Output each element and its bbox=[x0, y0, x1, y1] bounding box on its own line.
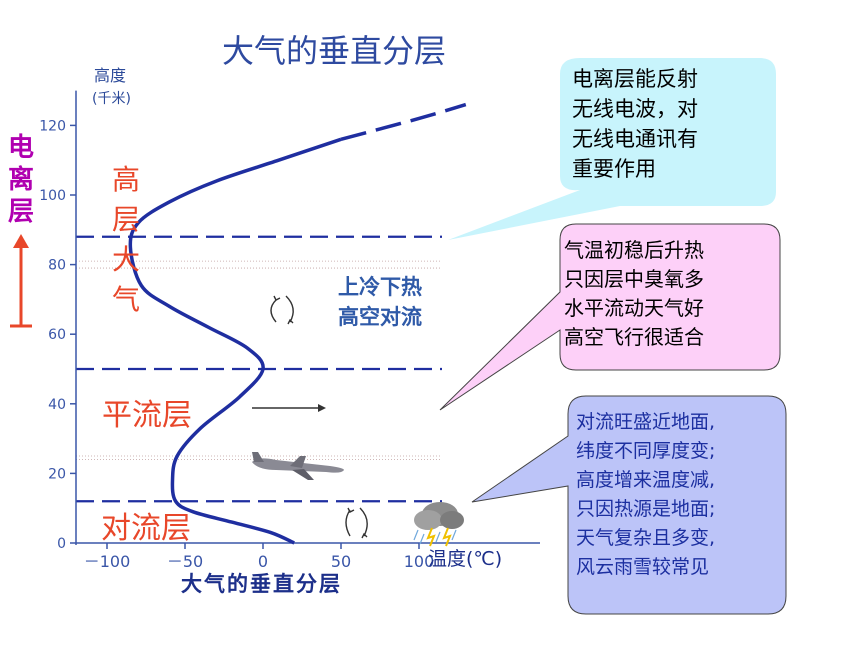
x-ticks: －100 －50 0 50 100 bbox=[84, 543, 435, 571]
callout-line: 重要作用 bbox=[572, 157, 656, 181]
x-tick-label: －50 bbox=[167, 552, 203, 571]
callout-line: 电离层能反射 bbox=[572, 67, 698, 91]
callout-line: 高空飞行很适合 bbox=[564, 325, 704, 349]
convection-arrow-icon bbox=[270, 295, 294, 325]
x-tick-label: 0 bbox=[258, 552, 268, 571]
temperature-curve-extension bbox=[340, 102, 467, 142]
callout-line: 无线电通讯有 bbox=[572, 127, 698, 151]
x-tick-label: 100 bbox=[404, 552, 435, 571]
y-tick-label: 60 bbox=[48, 327, 66, 343]
callout-ionosphere: 电离层能反射 无线电波，对 无线电通讯有 重要作用 bbox=[572, 64, 698, 184]
callout-troposphere-shape bbox=[471, 395, 787, 615]
callout-line: 对流旺盛近地面, bbox=[576, 411, 716, 433]
y-tick-label: 100 bbox=[39, 188, 66, 204]
axes bbox=[75, 90, 540, 545]
mesosphere-note: 上冷下热 高空对流 bbox=[318, 272, 442, 332]
layer-boundaries bbox=[76, 235, 442, 503]
y-tick-label: 120 bbox=[39, 118, 66, 134]
mesosphere-note-line: 高空对流 bbox=[338, 305, 422, 329]
y-ticks: 0 20 40 60 80 100 120 bbox=[39, 118, 76, 552]
callout-stratosphere: 气温初稳后升热 只因层中臭氧多 水平流动天气好 高空飞行很适合 bbox=[564, 236, 704, 352]
ionosphere-label-text: 电离层 bbox=[7, 133, 34, 227]
page-title: 大气的垂直分层 bbox=[222, 32, 447, 70]
callout-line: 高度增来温度减, bbox=[576, 469, 716, 491]
temperature-curve bbox=[128, 137, 342, 545]
flow-arrow-icon bbox=[252, 404, 326, 412]
x-axis-title: 温度(℃) bbox=[428, 548, 503, 570]
airplane-icon bbox=[252, 452, 344, 480]
mesosphere-note-line: 上冷下热 bbox=[338, 275, 422, 299]
callout-ionosphere-shape bbox=[448, 58, 776, 240]
layer-label-troposphere: 对流层 bbox=[101, 511, 191, 546]
callout-line: 纬度不同厚度变; bbox=[576, 440, 716, 462]
y-tick-label: 20 bbox=[48, 466, 66, 482]
callout-line: 只因层中臭氧多 bbox=[564, 267, 704, 291]
callout-stratosphere-shape bbox=[439, 223, 781, 411]
callout-line: 风云雨雪较常见 bbox=[576, 556, 710, 578]
callout-line: 气温初稳后升热 bbox=[564, 238, 704, 262]
chart-caption: 大气的垂直分层 bbox=[181, 572, 342, 596]
y-tick-label: 80 bbox=[48, 258, 66, 274]
x-tick-label: －100 bbox=[84, 552, 131, 571]
y-tick-label: 0 bbox=[57, 536, 66, 552]
layer-label-stratosphere: 平流层 bbox=[102, 398, 192, 433]
y-axis-title: 高度 bbox=[94, 66, 127, 85]
layer-label-high-atmosphere: 高层大气 bbox=[111, 163, 140, 316]
y-axis-unit: (千米) bbox=[92, 91, 131, 107]
callout-line: 天气复杂且多变, bbox=[576, 527, 716, 549]
callout-line: 无线电波，对 bbox=[572, 97, 698, 121]
callout-line: 水平流动天气好 bbox=[564, 296, 704, 320]
y-tick-label: 40 bbox=[48, 397, 66, 413]
cloud-storm-icon bbox=[413, 502, 464, 547]
callout-troposphere: 对流旺盛近地面, 纬度不同厚度变; 高度增来温度减, 只因热源是地面; 天气复杂… bbox=[576, 408, 715, 582]
callout-line: 只因热源是地面; bbox=[576, 498, 716, 520]
ionosphere-label: 电离层 bbox=[6, 132, 36, 228]
convection-arrow-icon bbox=[345, 507, 368, 539]
x-tick-label: 50 bbox=[331, 552, 351, 571]
up-arrow-icon bbox=[10, 234, 32, 328]
